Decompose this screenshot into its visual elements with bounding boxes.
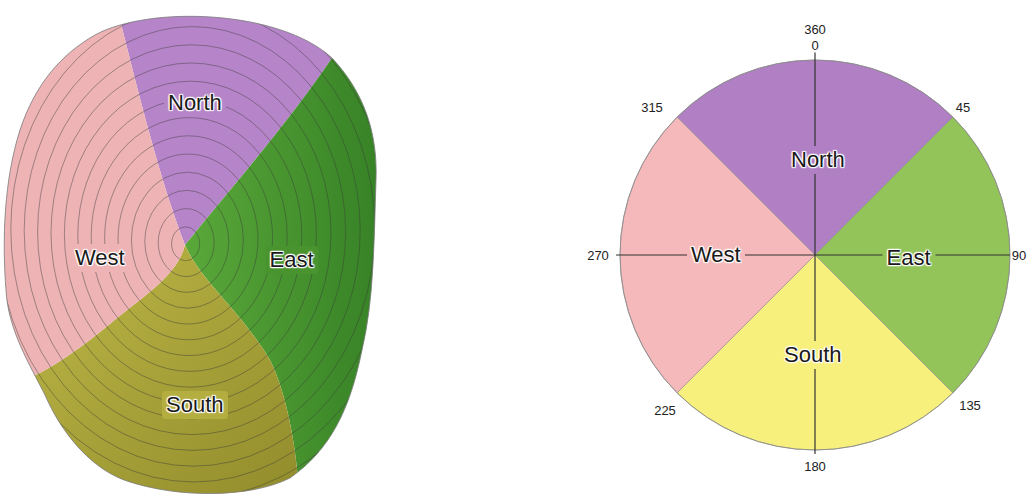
contour-line <box>131 172 243 308</box>
contour-line <box>0 0 400 482</box>
contour-line <box>0 0 400 499</box>
contour-line <box>158 209 214 277</box>
contour-line <box>0 0 400 499</box>
west-region <box>0 0 185 390</box>
region-label-box: East <box>883 244 936 272</box>
degree-label: 0 <box>810 38 819 53</box>
surface-outline <box>4 16 376 493</box>
direction-label: East <box>270 247 315 273</box>
region-label-box: South <box>162 391 228 419</box>
compass-axis <box>616 254 1010 255</box>
contour-line <box>0 0 400 499</box>
contour-line <box>24 27 360 435</box>
contour-line <box>11 8 375 450</box>
region-label-box: West <box>687 241 745 269</box>
contour-line <box>0 0 400 499</box>
contour-line <box>172 227 200 261</box>
contour-line <box>51 63 331 403</box>
degree-label: 360 <box>803 22 827 37</box>
degree-label: 225 <box>653 403 677 418</box>
direction-label: North <box>168 90 222 116</box>
direction-label: East <box>887 245 932 271</box>
contour-line <box>0 0 400 499</box>
contour-line <box>105 136 273 340</box>
direction-label: West <box>691 242 741 268</box>
contour-line <box>38 45 346 419</box>
contour-line <box>0 0 389 466</box>
contour-line <box>0 0 400 499</box>
contour-line <box>0 0 400 499</box>
contour-line <box>0 0 400 499</box>
degree-label: 90 <box>1011 248 1027 263</box>
region-label-box: North <box>787 146 849 174</box>
contour-line <box>145 190 229 292</box>
contour-line <box>64 81 316 387</box>
region-label-box: North <box>164 89 226 117</box>
degree-label: 45 <box>955 100 971 115</box>
contour-line <box>118 154 258 324</box>
direction-label: West <box>75 245 125 271</box>
degree-label: 270 <box>586 248 610 263</box>
region-label-box: South <box>780 341 846 369</box>
direction-label: South <box>784 342 842 368</box>
contour-line <box>0 0 400 498</box>
contour-line <box>91 118 287 356</box>
degree-label: 135 <box>958 398 982 413</box>
direction-label: North <box>791 147 845 173</box>
degree-label: 180 <box>803 459 827 474</box>
region-label-box: East <box>266 246 319 274</box>
contour-line <box>0 0 400 499</box>
region-label-box: West <box>71 244 129 272</box>
aspect-surface <box>0 0 400 499</box>
contour-line <box>78 99 302 371</box>
compass-axis <box>814 50 815 454</box>
degree-label: 315 <box>640 100 664 115</box>
direction-label: South <box>166 392 224 418</box>
